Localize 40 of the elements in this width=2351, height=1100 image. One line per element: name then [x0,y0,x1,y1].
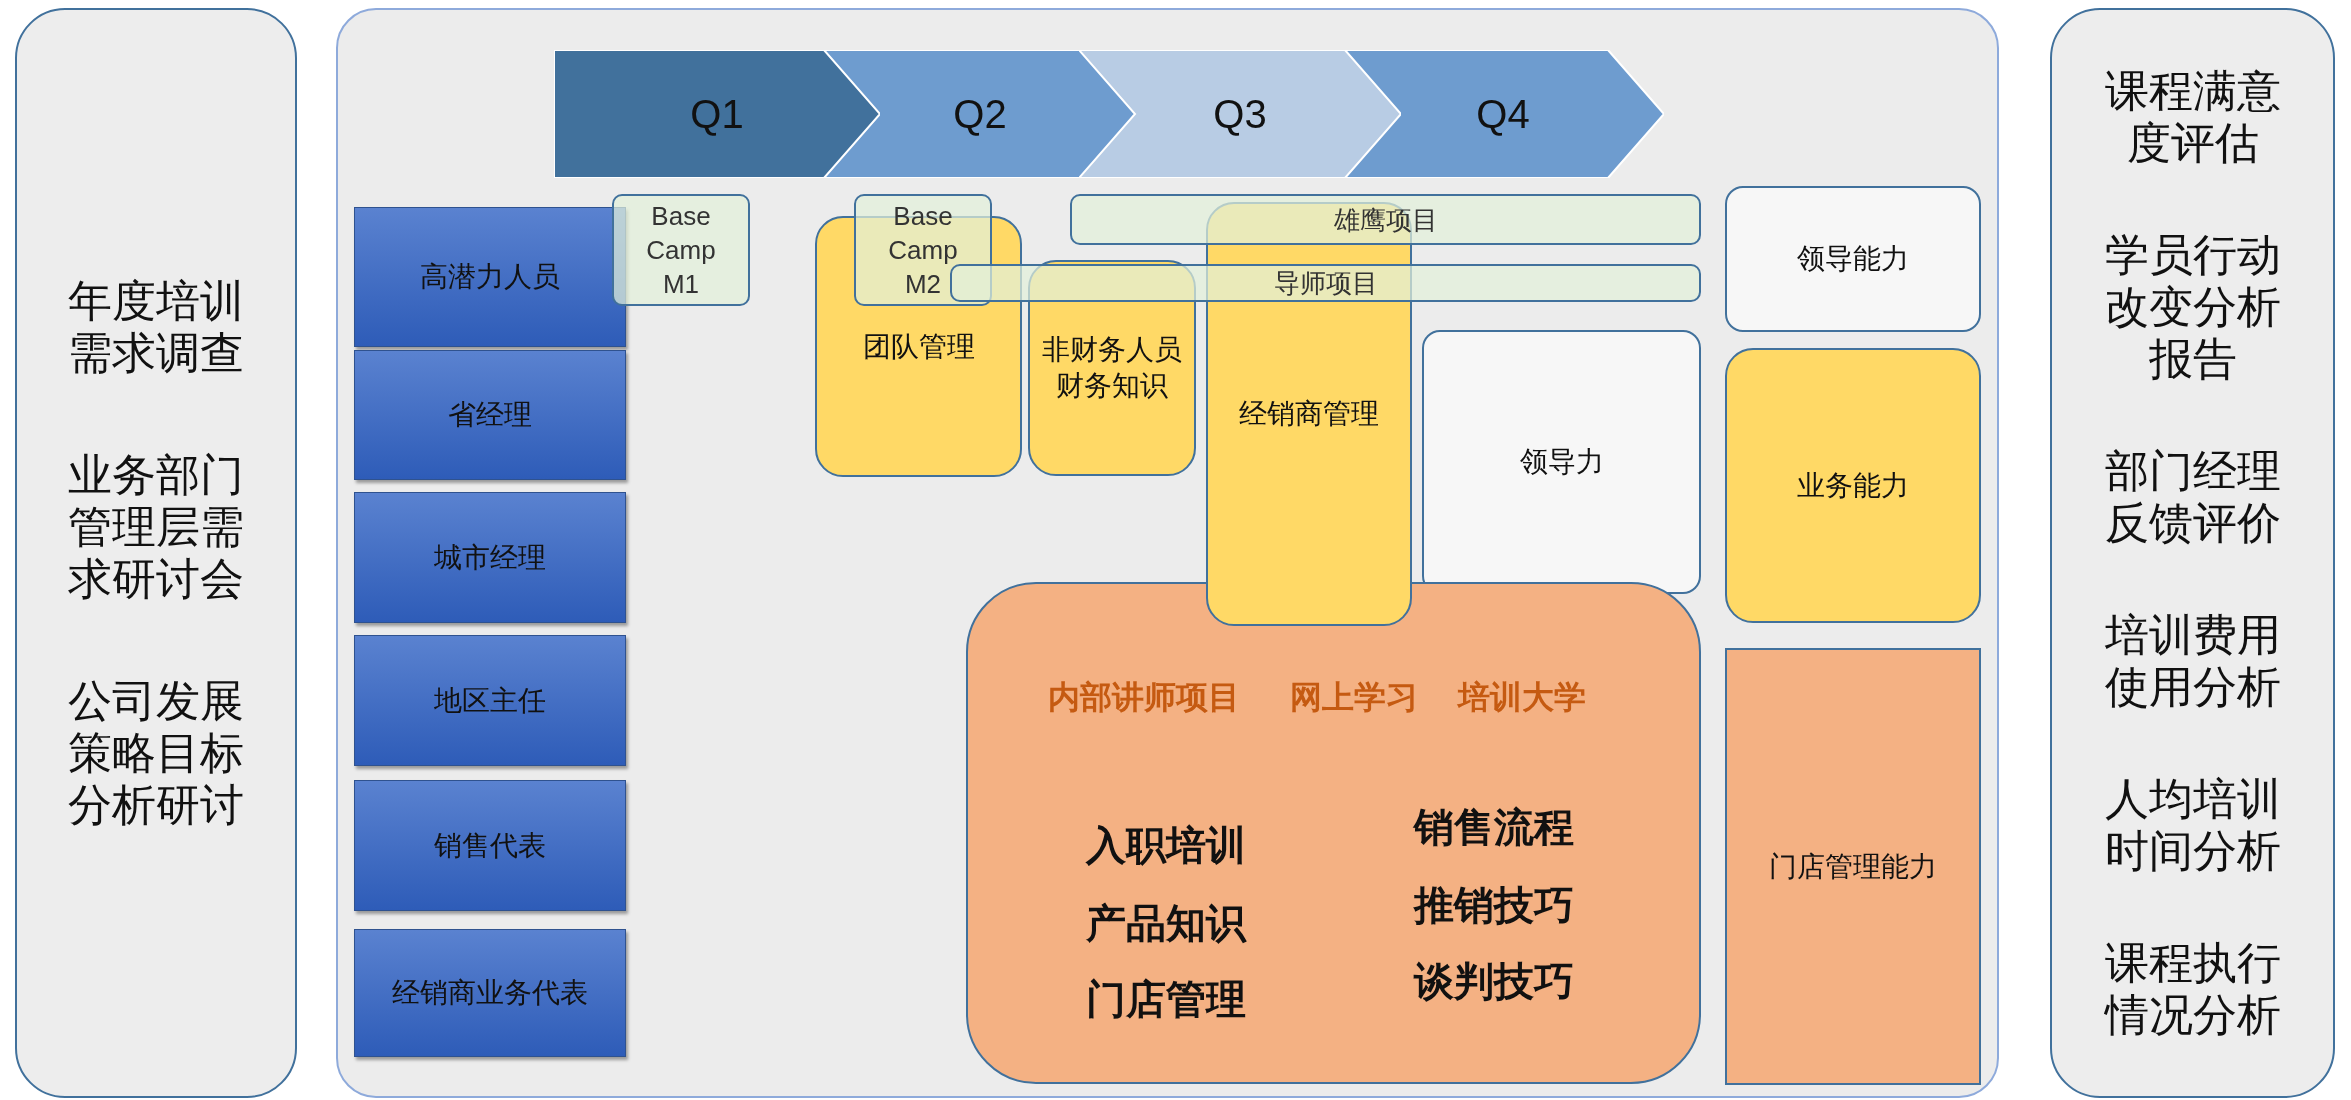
main-panel [336,8,1999,1098]
role-box: 高潜力人员 [354,207,626,347]
panel-text: 课程执行情况分析 [2103,937,2282,1041]
panel-text: 公司发展策略目标分析研讨 [67,675,245,831]
course-label: 谈判技巧 [1414,958,1574,1005]
course-label: 入职培训 [1086,822,1246,869]
role-box: 地区主任 [354,635,626,766]
competency-box: 领导能力 [1725,186,1981,332]
program-bar: Base Camp M1 [612,194,750,306]
panel-text: 课程满意度评估 [2103,65,2282,169]
program-label: 内部讲师项目 [1048,678,1240,717]
panel-text: 部门经理反馈评价 [2103,445,2282,549]
competency-box: 门店管理能力 [1725,648,1981,1085]
quarter-label: Q1 [689,91,745,138]
role-box: 经销商业务代表 [354,929,626,1057]
program-bar: 雄鹰项目 [1070,194,1701,245]
program-panel [966,582,1701,1084]
course-label: 门店管理 [1086,976,1246,1023]
quarter-label: Q3 [1212,91,1268,138]
course-box: 业务能力 [1725,348,1981,623]
program-label: 培训大学 [1458,678,1586,717]
course-label: 销售流程 [1414,804,1574,851]
program-label: 网上学习 [1290,678,1418,717]
panel-text: 人均培训时间分析 [2103,773,2282,877]
role-box: 销售代表 [354,780,626,911]
panel-text: 培训费用使用分析 [2103,609,2282,713]
competency-box: 领导力 [1422,330,1701,594]
panel-text: 年度培训需求调查 [67,275,245,379]
panel-text: 学员行动改变分析报告 [2103,229,2282,385]
role-box: 城市经理 [354,492,626,623]
course-label: 产品知识 [1086,900,1246,947]
panel-text: 业务部门管理层需求研讨会 [67,449,245,605]
role-box: 省经理 [354,350,626,480]
quarter-label: Q2 [952,91,1008,138]
quarter-label: Q4 [1475,91,1531,138]
program-bar: 导师项目 [950,264,1701,302]
program-bar: Base Camp M2 [854,194,992,306]
side-panel [15,8,297,1098]
side-panel [2050,8,2335,1098]
course-label: 推销技巧 [1414,882,1574,929]
